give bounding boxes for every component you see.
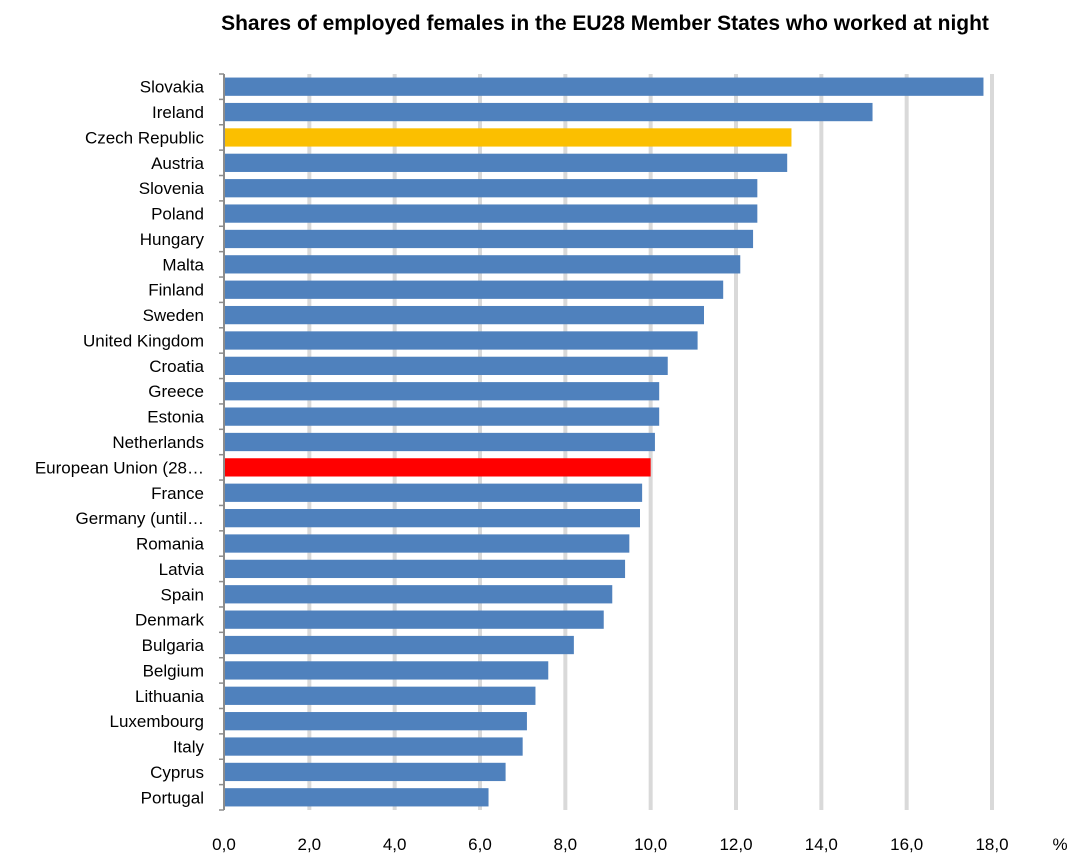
x-tick-label: 4,0 <box>383 835 407 854</box>
category-label: Poland <box>151 205 204 224</box>
category-label: Austria <box>151 154 204 173</box>
x-tick-label: 8,0 <box>554 835 578 854</box>
category-label: Cyprus <box>150 763 204 782</box>
x-tick-label: 2,0 <box>298 835 322 854</box>
x-tick-label: 18,0 <box>975 835 1008 854</box>
bar-czech-republic <box>225 128 792 147</box>
category-label: Malta <box>162 255 204 274</box>
category-label: Spain <box>161 585 204 604</box>
bar-cyprus <box>225 762 506 782</box>
bar-greece <box>225 382 660 401</box>
bar-italy <box>225 737 523 756</box>
bar-romania <box>225 534 630 553</box>
category-label: Luxembourg <box>109 712 204 731</box>
bar-belgium <box>225 661 549 680</box>
bar-france <box>225 483 643 502</box>
category-label: Portugal <box>141 788 204 807</box>
bar-estonia <box>225 407 660 426</box>
bar-malta <box>225 255 741 274</box>
x-tick-label: 10,0 <box>634 835 667 854</box>
bar-poland <box>225 204 758 223</box>
bar-latvia <box>225 559 626 579</box>
bar-portugal <box>225 788 489 807</box>
category-label: Croatia <box>149 357 204 376</box>
bars <box>225 77 984 807</box>
bar-germany-until <box>225 509 640 528</box>
category-label: European Union (28… <box>35 458 204 477</box>
bar-european-union-28 <box>225 458 651 477</box>
category-label: Italy <box>173 738 205 757</box>
x-tick-label: 0,0 <box>212 835 236 854</box>
x-tick-label: 14,0 <box>805 835 838 854</box>
category-label: Finland <box>148 281 204 300</box>
x-tick-label: 16,0 <box>890 835 923 854</box>
category-label: France <box>151 484 204 503</box>
category-label: Denmark <box>135 611 204 630</box>
category-label: Slovenia <box>139 179 205 198</box>
category-label: Sweden <box>143 306 204 325</box>
bar-austria <box>225 153 788 172</box>
category-label: Greece <box>148 382 204 401</box>
category-label: Latvia <box>159 560 205 579</box>
category-label: Germany (until… <box>76 509 204 528</box>
x-tick-label: 12,0 <box>719 835 752 854</box>
bar-slovakia <box>225 77 984 96</box>
category-label: Romania <box>136 535 205 554</box>
bar-ireland <box>225 102 873 122</box>
x-tick-label: 6,0 <box>468 835 492 854</box>
category-label: Hungary <box>140 230 205 249</box>
x-tick-labels: 0,0 2,0 4,0 6,0 8,0 10,0 12,0 14,0 16,0 18,0 <box>212 835 1008 854</box>
category-label: Czech Republic <box>85 128 205 147</box>
category-label: Belgium <box>143 661 204 680</box>
category-label: Slovakia <box>140 78 205 97</box>
category-label: United Kingdom <box>83 331 204 350</box>
bar-hungary <box>225 229 754 249</box>
bar-denmark <box>225 610 604 629</box>
category-label: Bulgaria <box>142 636 205 655</box>
bar-croatia <box>225 356 668 375</box>
x-unit-label: % <box>1052 835 1067 854</box>
category-label: Estonia <box>147 408 204 427</box>
bar-finland <box>225 280 724 299</box>
bar-spain <box>225 585 613 604</box>
bar-united-kingdom <box>225 331 698 350</box>
category-label: Ireland <box>152 103 204 122</box>
bar-lithuania <box>225 686 536 705</box>
category-label: Lithuania <box>135 687 205 706</box>
bar-slovenia <box>225 179 758 198</box>
bar-bulgaria <box>225 635 574 655</box>
category-label: Netherlands <box>112 433 204 452</box>
y-axis <box>219 73 225 811</box>
bar-sweden <box>225 305 704 325</box>
chart-title: Shares of employed females in the EU28 M… <box>221 12 989 35</box>
bar-luxembourg <box>225 712 527 731</box>
bar-netherlands <box>225 432 655 452</box>
